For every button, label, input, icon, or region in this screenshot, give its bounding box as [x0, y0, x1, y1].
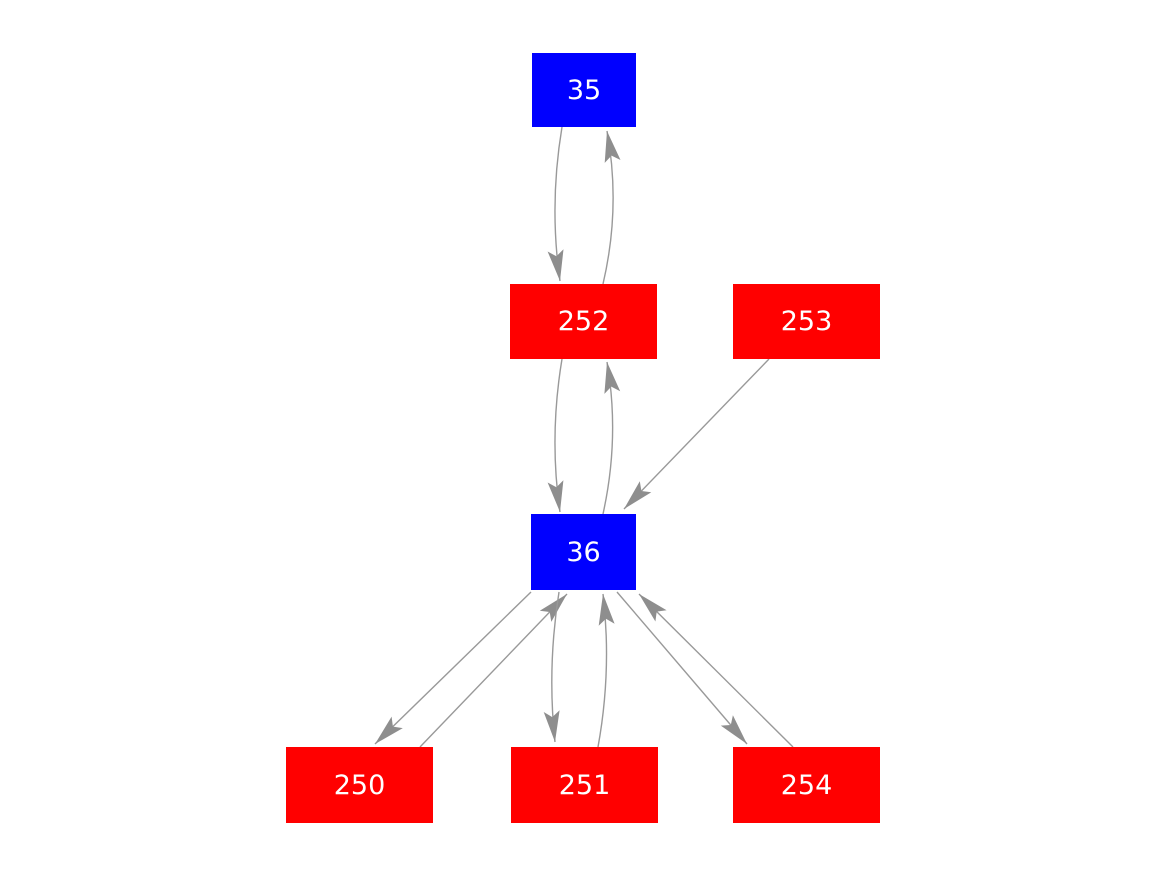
node-253[interactable]: 253: [733, 284, 880, 359]
node-254-label: 254: [780, 769, 833, 801]
node-252[interactable]: 252: [510, 284, 657, 359]
arrowhead-36-252: [604, 362, 621, 394]
edge-253-36: [623, 358, 770, 510]
node-254[interactable]: 254: [733, 747, 880, 823]
arrowhead-250-36: [539, 594, 567, 622]
arrowhead-252-35: [604, 131, 621, 163]
edge-254-36: [638, 593, 794, 748]
arrowhead-252-36: [547, 480, 564, 512]
node-250-label: 250: [333, 769, 386, 801]
node-35-label: 35: [566, 74, 602, 106]
arrowhead-251-36: [598, 594, 615, 626]
node-250[interactable]: 250: [286, 747, 433, 823]
arrowhead-36-250: [375, 716, 403, 744]
node-36[interactable]: 36: [531, 514, 636, 590]
node-251[interactable]: 251: [511, 747, 658, 823]
edge-36-250: [374, 591, 532, 745]
node-35[interactable]: 35: [532, 53, 636, 127]
arrowhead-36-254: [720, 715, 747, 744]
arrowhead-254-36: [639, 594, 667, 622]
edge-36-254: [616, 591, 748, 745]
arrowhead-36-251: [543, 710, 560, 742]
edge-250-36: [419, 593, 568, 748]
arrowhead-253-36: [624, 481, 652, 509]
node-252-label: 252: [557, 306, 610, 337]
node-251-label: 251: [558, 769, 611, 801]
node-253-label: 253: [780, 306, 833, 337]
node-36-label: 36: [566, 536, 601, 568]
arrowhead-35-252: [547, 249, 564, 281]
